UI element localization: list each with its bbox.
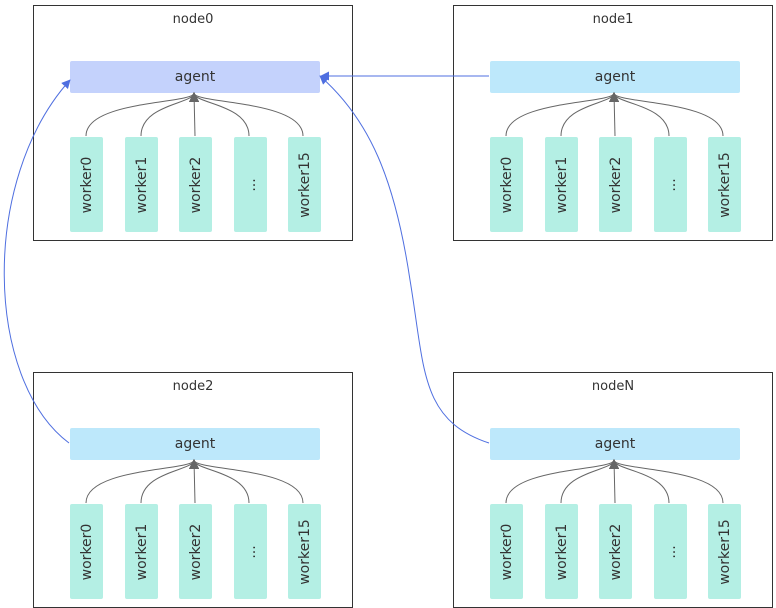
- node-title: nodeN: [591, 379, 635, 394]
- worker-label: worker1: [553, 523, 570, 580]
- worker-box: ...: [234, 137, 267, 232]
- worker-label: worker2: [607, 523, 624, 580]
- node-title: node0: [172, 12, 214, 27]
- agent-label: agent: [174, 436, 216, 452]
- agent-box: agent: [70, 61, 320, 93]
- worker-label: ...: [242, 177, 259, 192]
- worker-box: worker2: [599, 504, 632, 599]
- worker-label: worker15: [716, 151, 733, 218]
- agent-label: agent: [594, 436, 636, 452]
- worker-label: worker2: [187, 156, 204, 213]
- worker-box: worker15: [288, 504, 321, 599]
- worker-box: worker0: [490, 504, 523, 599]
- worker-label: worker0: [78, 156, 95, 213]
- worker-label: worker15: [296, 518, 313, 585]
- worker-label: worker2: [187, 523, 204, 580]
- worker-label: worker1: [133, 156, 150, 213]
- worker-label: worker1: [133, 523, 150, 580]
- node-box-node2: node2 agent worker0 worker1 worker2 ... …: [33, 372, 353, 608]
- worker-box: ...: [654, 137, 687, 232]
- agent-box: agent: [490, 428, 740, 460]
- node-box-noden: nodeN agent worker0 worker1 worker2 ... …: [453, 372, 773, 608]
- worker-box: ...: [654, 504, 687, 599]
- worker-label: worker15: [296, 151, 313, 218]
- worker-label: ...: [242, 544, 259, 559]
- worker-label: worker2: [607, 156, 624, 213]
- agent-box: agent: [490, 61, 740, 93]
- worker-box: worker0: [490, 137, 523, 232]
- worker-box: worker2: [179, 504, 212, 599]
- worker-label: worker0: [498, 523, 515, 580]
- worker-box: worker15: [708, 137, 741, 232]
- agent-label: agent: [174, 69, 216, 85]
- worker-box: ...: [234, 504, 267, 599]
- worker-box: worker15: [708, 504, 741, 599]
- worker-box: worker0: [70, 504, 103, 599]
- worker-box: worker15: [288, 137, 321, 232]
- worker-box: worker1: [545, 137, 578, 232]
- node-title: node2: [172, 379, 214, 394]
- worker-box: worker1: [545, 504, 578, 599]
- node-title: node1: [592, 12, 634, 27]
- worker-label: worker0: [78, 523, 95, 580]
- worker-box: worker2: [599, 137, 632, 232]
- worker-label: worker0: [498, 156, 515, 213]
- worker-box: worker1: [125, 504, 158, 599]
- node-box-node1: node1 agent worker0 worker1 worker2 ... …: [453, 5, 773, 241]
- worker-box: worker0: [70, 137, 103, 232]
- agent-label: agent: [594, 69, 636, 85]
- worker-label: ...: [662, 544, 679, 559]
- worker-box: worker1: [125, 137, 158, 232]
- node-box-node0: node0 agent worker0 worker1 worker2 ... …: [33, 5, 353, 241]
- worker-label: worker1: [553, 156, 570, 213]
- worker-label: worker15: [716, 518, 733, 585]
- agent-box: agent: [70, 428, 320, 460]
- worker-label: ...: [662, 177, 679, 192]
- worker-box: worker2: [179, 137, 212, 232]
